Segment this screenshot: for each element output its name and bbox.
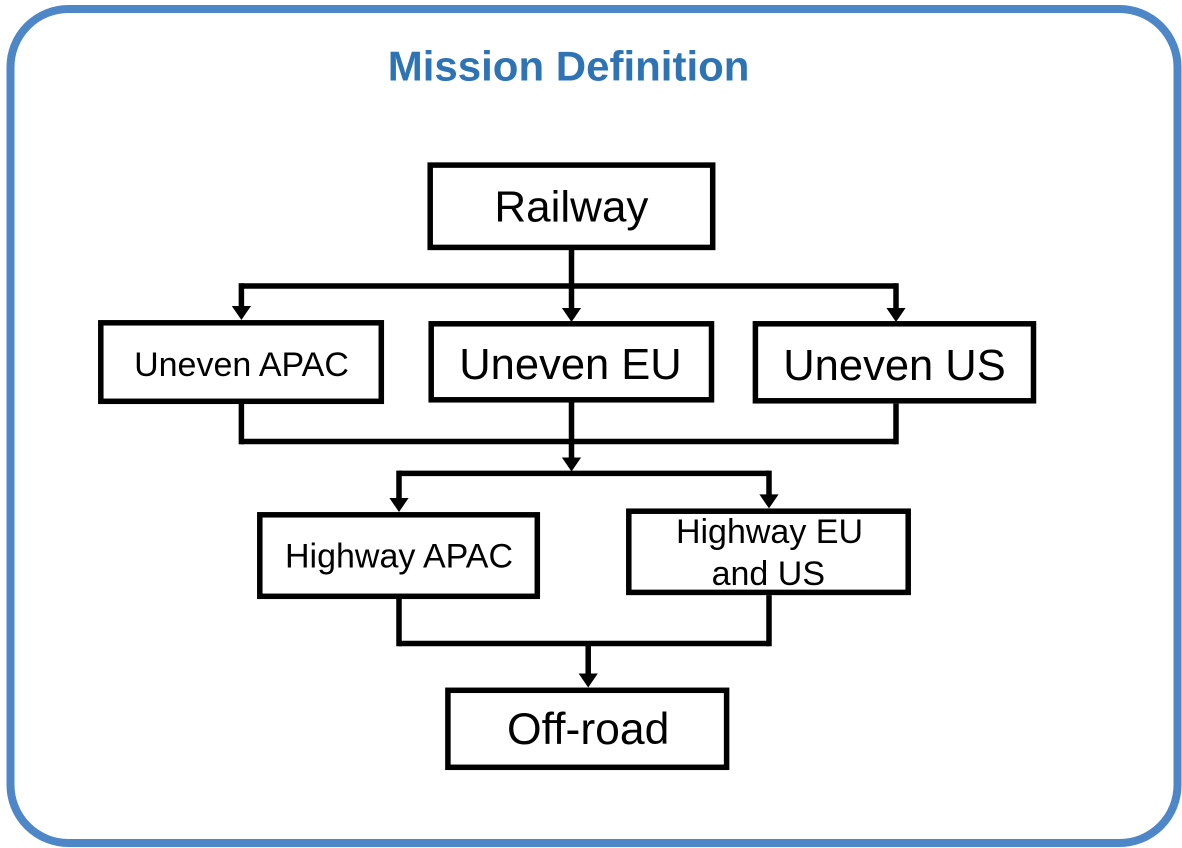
svg-text:Uneven EU: Uneven EU [459,341,681,389]
svg-text:and US: and US [712,555,825,593]
svg-text:Mission Definition: Mission Definition [388,43,750,90]
svg-text:Highway EU: Highway EU [676,513,863,551]
svg-text:Uneven APAC: Uneven APAC [134,346,349,384]
svg-text:Railway: Railway [494,183,648,232]
svg-text:Off-road: Off-road [507,705,669,754]
svg-text:Highway APAC: Highway APAC [285,538,513,576]
svg-text:Uneven US: Uneven US [783,342,1005,390]
